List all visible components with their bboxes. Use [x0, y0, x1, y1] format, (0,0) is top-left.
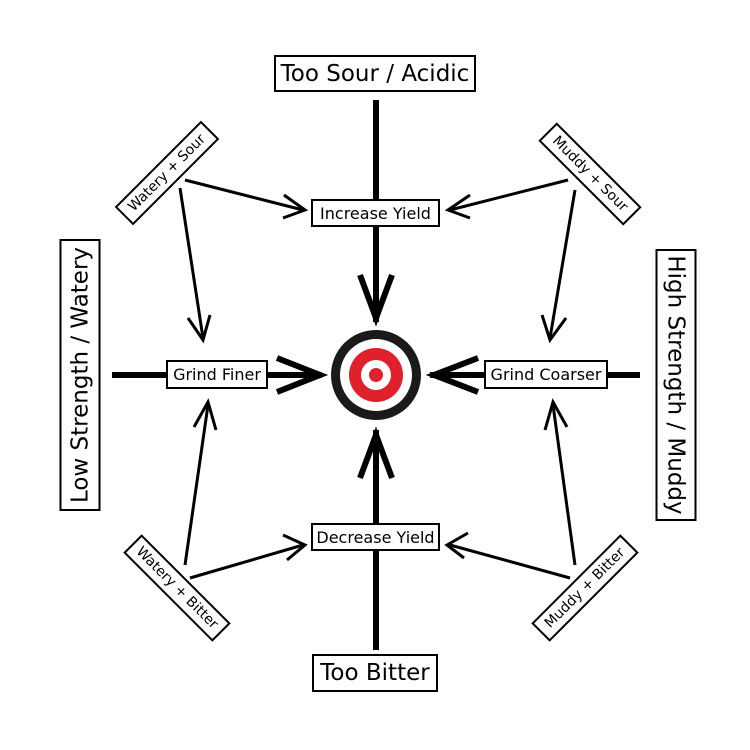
arrow-muddy-bitter-to-coarser: [551, 404, 577, 566]
action-decrease-yield: Decrease Yield: [311, 523, 440, 551]
label-low-strength-watery: Low Strength / Watery: [59, 239, 101, 511]
arrow-muddy-sour-to-coarser: [548, 189, 577, 339]
target-bullseye-icon: [331, 330, 421, 420]
arrow-watery-bitter-to-decrease: [189, 543, 304, 580]
top-axis-arrowhead: [357, 273, 395, 327]
right-axis-arrowhead: [425, 355, 480, 395]
action-grind-finer: Grind Finer: [166, 360, 268, 389]
arrow-muddy-bitter-to-decrease: [449, 543, 571, 580]
label-too-bitter: Too Bitter: [312, 654, 438, 692]
action-increase-yield: Increase Yield: [311, 199, 440, 227]
label-too-sour: Too Sour / Acidic: [274, 55, 476, 92]
arrow-watery-sour-to-finer: [178, 187, 205, 339]
label-high-strength-muddy: High Strength / Muddy: [655, 249, 697, 521]
left-axis-arrowhead: [275, 355, 329, 395]
arrow-watery-sour-to-increase: [184, 178, 304, 212]
arrow-muddy-sour-to-increase: [449, 178, 569, 212]
diagonal-arrows: [178, 178, 577, 580]
arrow-watery-bitter-to-finer: [183, 404, 210, 566]
bottom-axis-arrowhead: [357, 426, 395, 480]
action-grind-coarser: Grind Coarser: [484, 360, 608, 389]
